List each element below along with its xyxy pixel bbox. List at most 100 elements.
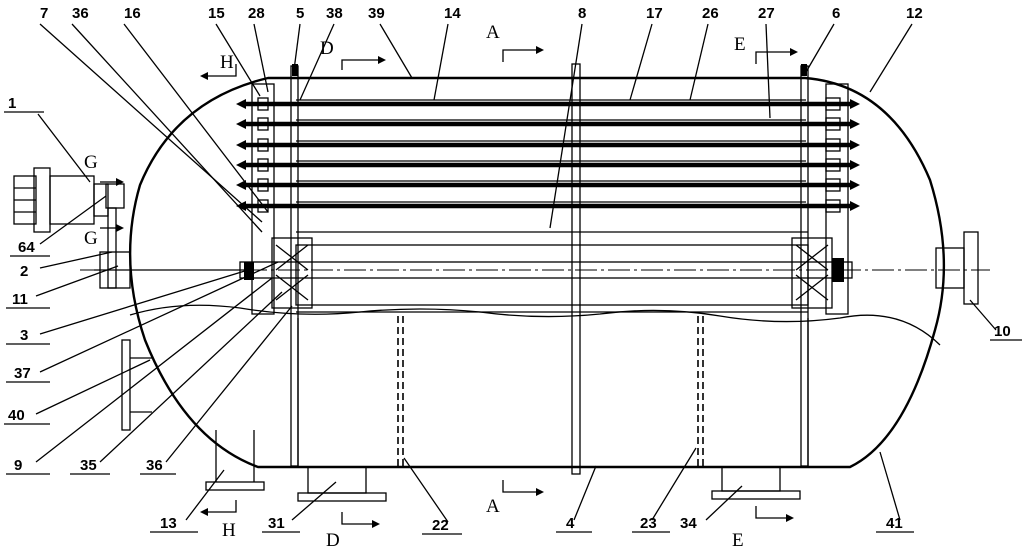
section-A-bottom: A xyxy=(486,496,500,517)
label-part-15: 15 xyxy=(208,5,225,22)
nozzle-10 xyxy=(935,231,979,305)
right-bearing-assembly xyxy=(791,237,844,309)
label-part-23: 23 xyxy=(640,515,657,532)
label-part-38: 38 xyxy=(326,5,343,22)
top-vent-left xyxy=(292,64,298,76)
label-part-8: 8 xyxy=(578,5,586,22)
leader-line xyxy=(39,261,279,373)
section-G-bottom: G xyxy=(84,228,98,249)
tube-6 xyxy=(236,199,860,213)
rotor-drum xyxy=(295,244,809,306)
leader-line xyxy=(39,269,249,335)
tube-bundle xyxy=(236,97,860,213)
label-part-17: 17 xyxy=(646,5,663,22)
leader-line xyxy=(165,305,293,463)
label-part-36-top: 36 xyxy=(72,5,89,22)
label-part-31: 31 xyxy=(268,515,285,532)
leader-line xyxy=(71,23,263,233)
label-part-11: 11 xyxy=(12,291,28,308)
leader-line xyxy=(35,265,119,297)
label-part-35: 35 xyxy=(80,457,97,474)
nozzle-13 xyxy=(205,430,265,491)
label-part-14: 14 xyxy=(444,5,461,22)
tube-1 xyxy=(236,97,860,111)
leader-lines xyxy=(35,23,997,523)
leader-line xyxy=(651,447,697,521)
leader-line xyxy=(969,299,997,331)
label-part-6: 6 xyxy=(832,5,840,22)
leader-line xyxy=(293,23,301,71)
leader-line xyxy=(403,457,449,523)
label-part-9: 9 xyxy=(14,457,22,474)
leader-line xyxy=(39,23,263,223)
leader-line xyxy=(805,23,835,73)
label-part-12: 12 xyxy=(906,5,923,22)
section-G-top: G xyxy=(84,152,98,173)
leader-line xyxy=(879,451,901,521)
section-H-bottom: H xyxy=(222,520,236,541)
label-underlines xyxy=(4,111,1022,535)
label-part-37: 37 xyxy=(14,365,31,382)
label-part-13: 13 xyxy=(160,515,177,532)
leader-line xyxy=(765,23,771,119)
leader-line xyxy=(433,23,449,101)
tube-2 xyxy=(236,117,860,131)
leader-line xyxy=(573,465,597,521)
tube-4 xyxy=(236,158,860,172)
section-E-bottom: E xyxy=(732,530,744,549)
leader-line xyxy=(39,251,113,269)
label-part-34: 34 xyxy=(680,515,697,532)
top-vent-right xyxy=(801,64,807,76)
nozzle-31 xyxy=(297,466,387,502)
label-part-7: 7 xyxy=(40,5,48,22)
leader-line xyxy=(689,23,709,101)
section-D-bottom: D xyxy=(326,530,340,549)
tube-3 xyxy=(236,138,860,152)
leader-line xyxy=(37,113,91,183)
label-part-39: 39 xyxy=(368,5,385,22)
left-bearing-assembly xyxy=(244,237,313,309)
label-part-28: 28 xyxy=(248,5,265,22)
section-D-top: D xyxy=(320,38,334,59)
leader-line xyxy=(39,195,107,245)
leader-line xyxy=(99,291,283,463)
leader-line xyxy=(299,23,335,101)
leader-line xyxy=(549,23,583,229)
leader-line xyxy=(35,359,151,415)
leader-line xyxy=(869,23,913,93)
section-H-top: H xyxy=(220,52,234,73)
right-tube-sheet xyxy=(825,83,849,315)
liquid-level-line xyxy=(129,304,941,346)
leader-line xyxy=(215,23,261,97)
label-part-40: 40 xyxy=(8,407,25,424)
section-E-top: E xyxy=(734,34,746,55)
label-part-5: 5 xyxy=(296,5,304,22)
tube-5 xyxy=(236,178,860,192)
section-A-top: A xyxy=(486,22,500,43)
nozzle-34 xyxy=(711,466,801,500)
label-part-64: 64 xyxy=(18,239,35,256)
vessel-shell-outline xyxy=(128,76,946,469)
label-part-41: 41 xyxy=(886,515,903,532)
leader-line xyxy=(185,469,225,521)
label-part-4: 4 xyxy=(566,515,575,532)
label-part-36-bottom: 36 xyxy=(146,457,163,474)
label-part-16: 16 xyxy=(124,5,141,22)
nozzle-40 xyxy=(121,339,152,431)
label-part-26: 26 xyxy=(702,5,719,22)
leader-line xyxy=(705,485,743,521)
label-part-22: 22 xyxy=(432,517,449,534)
label-part-10: 10 xyxy=(994,323,1011,340)
label-part-3: 3 xyxy=(20,327,28,344)
leader-line xyxy=(253,23,269,93)
leader-line xyxy=(291,481,337,521)
label-part-1: 1 xyxy=(8,95,16,112)
label-part-27: 27 xyxy=(758,5,775,22)
drive-coupling xyxy=(94,183,246,289)
drive-motor xyxy=(13,167,109,233)
section-arrows xyxy=(100,46,798,528)
leader-line xyxy=(379,23,413,79)
leader-line xyxy=(35,277,273,463)
